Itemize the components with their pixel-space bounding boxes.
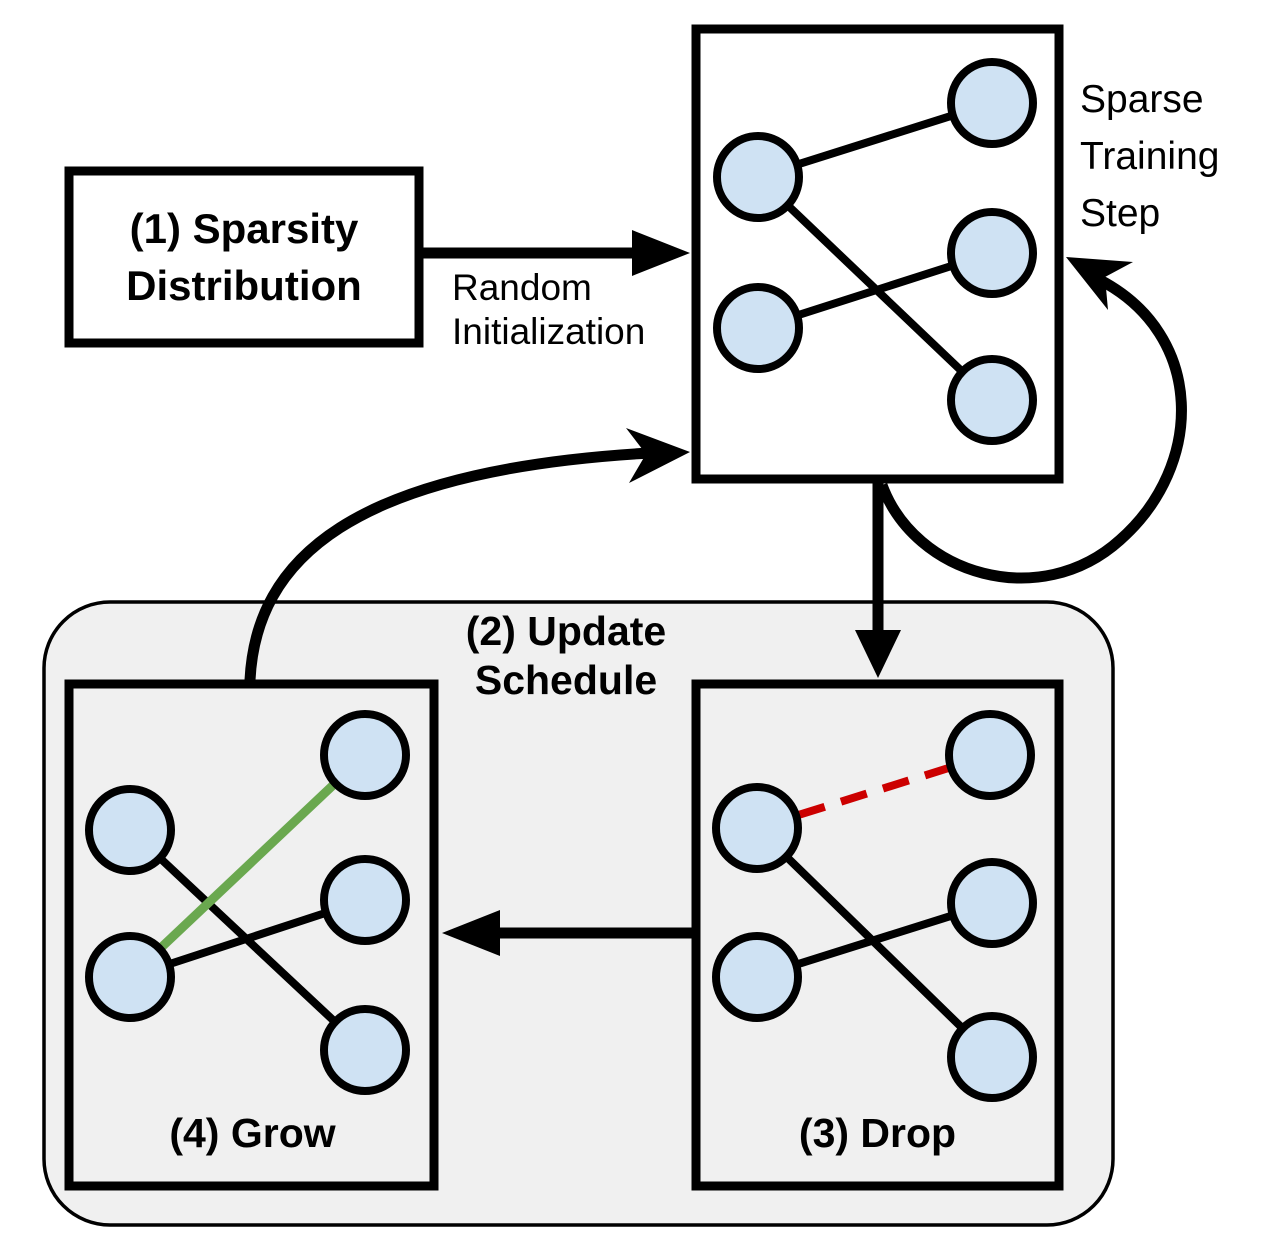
update-schedule-container: [42, 600, 1115, 1227]
neuron-node: [945, 710, 1035, 800]
neuron-node: [947, 1012, 1037, 1102]
neuron-node: [947, 208, 1037, 298]
neuron-node: [320, 855, 410, 945]
arrow-sparse-training-loop: [876, 257, 1187, 584]
arrow-head: [442, 910, 500, 956]
arrow-head: [855, 630, 901, 678]
grow-network-frame: [64, 679, 439, 1191]
neuron-node: [712, 932, 802, 1022]
neuron-node: [85, 785, 175, 875]
sparse-training-step-label: Sparse Training Step: [1080, 78, 1220, 235]
arrow-random-initialization: [419, 230, 690, 276]
random-initialization-label: Random Initialization: [452, 267, 646, 353]
sparsity-distribution-box: [64, 166, 424, 348]
arrow-shaft: [876, 275, 1187, 584]
neuron-node: [947, 858, 1037, 948]
sparse-training-network: [691, 24, 1064, 484]
drop-network: [691, 679, 1064, 1191]
grow-network: [64, 679, 439, 1191]
grown-edge-green: [126, 751, 369, 981]
neuron-node: [320, 710, 410, 800]
neuron-node: [713, 132, 803, 222]
drop-network-frame: [691, 679, 1064, 1191]
arrow-head: [626, 428, 690, 483]
neuron-node: [947, 355, 1037, 445]
neuron-node: [713, 283, 803, 373]
neuron-node: [947, 58, 1037, 148]
arrow-training-to-drop: [855, 483, 901, 678]
arrow-head: [632, 230, 690, 276]
arrow-schedule-to-training: [244, 428, 690, 681]
update-schedule-label: (2) Update Schedule: [465, 608, 667, 704]
neuron-node: [712, 783, 802, 873]
arrow-shaft: [244, 447, 651, 681]
neuron-node: [85, 932, 175, 1022]
grow-label: (4) Grow: [169, 1110, 336, 1156]
sparsity-distribution-label: (1) Sparsity Distribution: [126, 204, 362, 309]
neuron-node: [320, 1005, 410, 1095]
arrow-drop-to-grow: [442, 910, 694, 956]
arrow-head: [1066, 257, 1133, 310]
drop-label: (3) Drop: [798, 1110, 957, 1156]
